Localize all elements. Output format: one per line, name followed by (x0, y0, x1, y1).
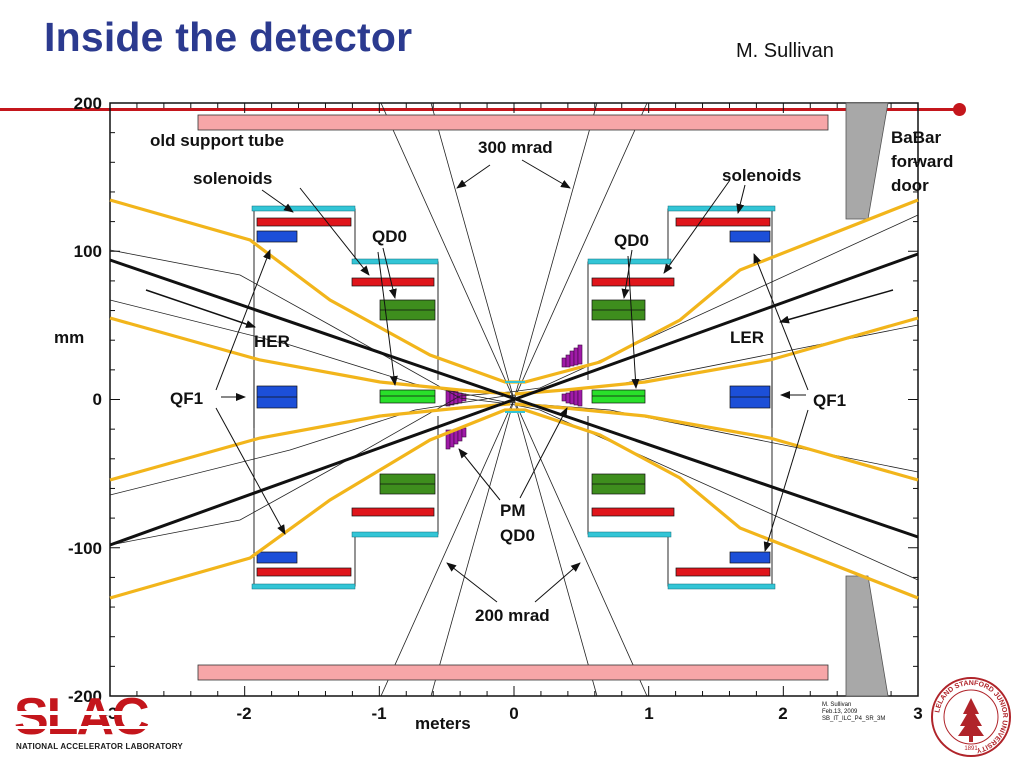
y-tick-label: -100 (68, 539, 102, 558)
stanford-seal: LELAND STANFORD JUNIOR UNIVERSITY 1891 (931, 677, 1011, 757)
x-tick-label: -1 (371, 704, 386, 723)
footer-note-date: Feb.13, 2009 (822, 709, 858, 715)
support-tube-top (197, 114, 829, 131)
x-tick-label: 3 (913, 704, 922, 723)
slac-logo-text: SLAC (14, 688, 149, 746)
label-her: HER (254, 332, 290, 351)
y-tick-label: 0 (93, 390, 102, 409)
axis-ticks (109, 102, 919, 697)
annotation-arrows (215, 159, 809, 603)
label-solenoids-left: solenoids (193, 169, 272, 188)
x-tick-label: -2 (236, 704, 251, 723)
seal-tree-icon (958, 698, 984, 736)
x-tick-label: 0 (509, 704, 518, 723)
label-solenoids-right: solenoids (722, 166, 801, 185)
y-axis-unit: mm (54, 328, 84, 347)
label-babar-3: door (891, 176, 929, 195)
x-tick-label: 2 (778, 704, 787, 723)
label-200-mrad: 200 mrad (475, 606, 550, 625)
label-qd0-left: QD0 (372, 227, 407, 246)
divider-end-dot (953, 103, 966, 116)
babar-door-bottom (845, 575, 889, 697)
ip-beam-pipe (505, 381, 525, 413)
label-pm: PM (500, 501, 526, 520)
label-babar-2: forward (891, 152, 953, 171)
cryostat-caps (251, 205, 776, 590)
x-axis-unit: meters (415, 714, 471, 733)
slide-title: Inside the detector (44, 14, 413, 60)
x-tick-label: 1 (644, 704, 653, 723)
label-babar-1: BaBar (891, 128, 941, 147)
qd0-magnets (379, 299, 646, 495)
cryostat-outlines (253, 208, 773, 587)
babar-door-top (845, 102, 889, 220)
label-qf1-right: QF1 (813, 391, 846, 410)
seal-year: 1891 (964, 746, 978, 752)
slac-logo-subtitle: NATIONAL ACCELERATOR LABORATORY (16, 742, 183, 751)
title-divider-line (0, 108, 958, 111)
label-ler: LER (730, 328, 764, 347)
label-old-support-tube: old support tube (150, 131, 284, 150)
y-tick-label: -200 (68, 687, 102, 706)
label-300-mrad: 300 mrad (478, 138, 553, 157)
footer-note-author: M. Sullivan (822, 702, 852, 708)
slac-logo: SLAC (14, 688, 194, 746)
label-pm-qd0: QD0 (500, 526, 535, 545)
label-qf1-left: QF1 (170, 389, 203, 408)
solenoid-coils (256, 217, 771, 577)
label-qd0-right: QD0 (614, 231, 649, 250)
footer-note: M. Sullivan Feb.13, 2009 SB_IT_ILC_P4_SR… (822, 702, 885, 723)
y-tick-label: 100 (74, 242, 102, 261)
footer-note-file: SB_IT_ILC_P4_SR_3M (822, 716, 886, 722)
support-tube-bottom (197, 664, 829, 681)
y-tick-label: 200 (74, 94, 102, 113)
beam-direction-arrows (145, 289, 894, 328)
axis-tick-labels: 200 100 0 -100 -200 -3 -2 -1 0 1 2 3 mm … (54, 94, 923, 733)
author-name: M. Sullivan (736, 40, 834, 62)
